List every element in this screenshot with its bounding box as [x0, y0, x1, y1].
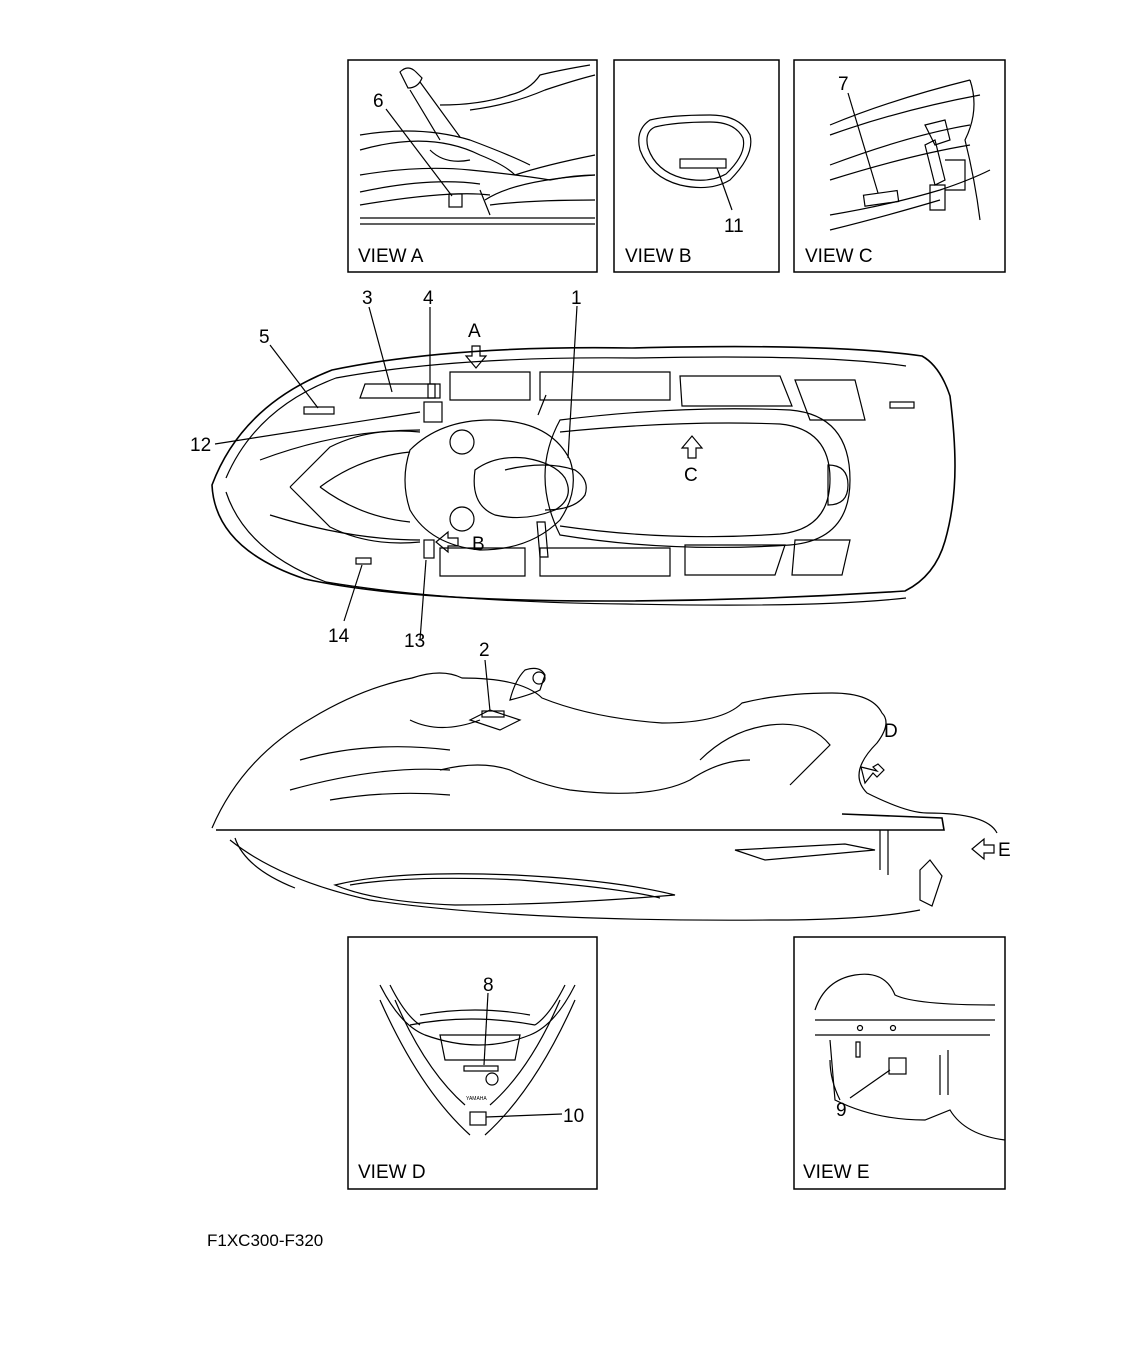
- view-marker-arrows: [435, 345, 995, 861]
- figure-code: F1XC300-F320: [207, 1231, 324, 1250]
- brand-mark: YAMAHA: [466, 1096, 487, 1102]
- view-c-panel: [793, 59, 1006, 273]
- callout-2: 2: [479, 640, 490, 661]
- view-marker-d: D: [884, 721, 898, 742]
- callout-5: 5: [259, 327, 270, 348]
- view-a-title: VIEW A: [358, 246, 424, 267]
- view-c-title: VIEW C: [805, 246, 873, 267]
- callout-4: 4: [423, 288, 434, 309]
- callout-6: 6: [373, 91, 384, 112]
- callout-10: 10: [563, 1106, 584, 1127]
- craft-side-view: [211, 659, 998, 921]
- craft-top-view: [211, 305, 956, 641]
- callout-12: 12: [190, 435, 211, 456]
- view-e-panel: [793, 936, 1006, 1190]
- view-a-panel: [347, 59, 598, 273]
- view-d-title: VIEW D: [358, 1162, 426, 1183]
- view-marker-e: E: [998, 840, 1011, 861]
- view-marker-b: B: [472, 534, 485, 555]
- callout-1: 1: [571, 288, 582, 309]
- view-marker-a: A: [468, 321, 481, 342]
- view-marker-c: C: [684, 465, 698, 486]
- view-b-title: VIEW B: [625, 246, 692, 267]
- callout-3: 3: [362, 288, 373, 309]
- callout-11: 11: [724, 216, 744, 237]
- view-b-panel: [613, 59, 780, 273]
- view-e-title: VIEW E: [803, 1162, 870, 1183]
- callout-7: 7: [838, 74, 849, 95]
- callout-14: 14: [328, 626, 350, 647]
- callout-13: 13: [404, 631, 425, 652]
- callout-9: 9: [836, 1100, 847, 1121]
- view-d-panel: [347, 936, 598, 1190]
- callout-8: 8: [483, 975, 494, 996]
